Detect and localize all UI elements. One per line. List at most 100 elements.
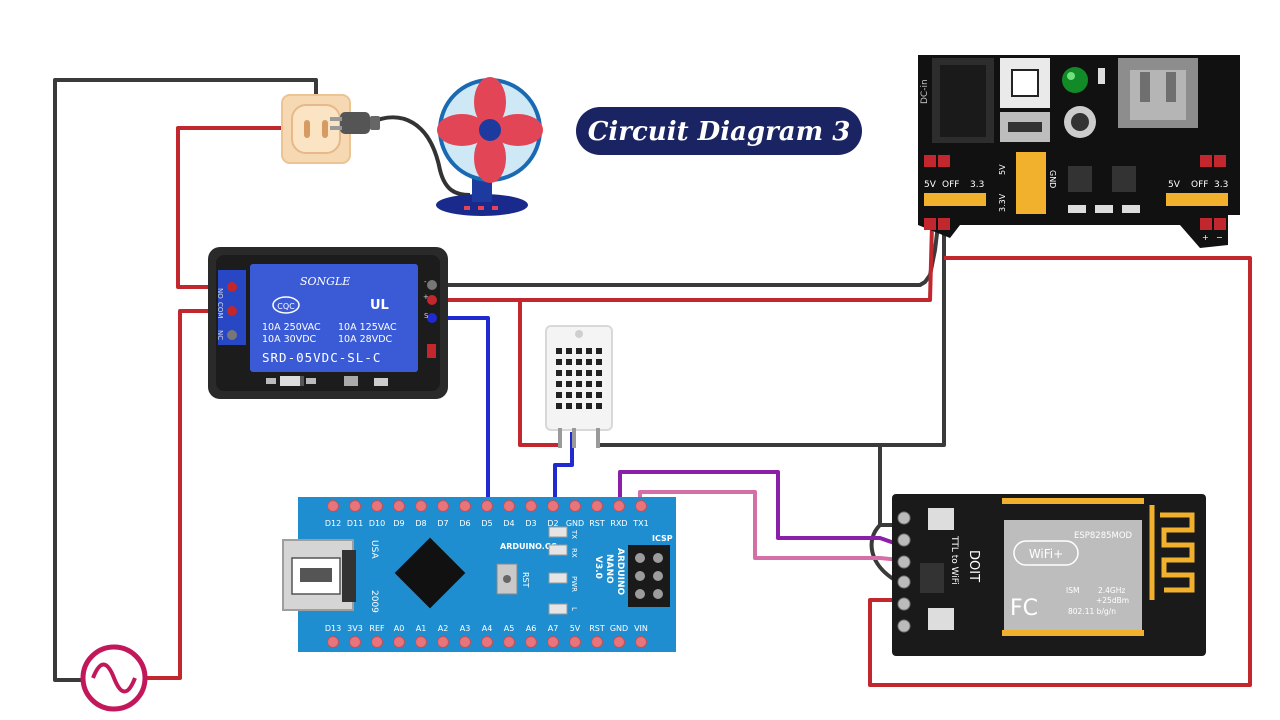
pin-label-top: D8	[415, 519, 426, 528]
esp-pin[interactable]	[897, 619, 911, 633]
pin-label-top: D7	[437, 519, 448, 528]
arduino-year: 2009	[369, 590, 379, 613]
diagram-title: Circuit Diagram 3	[588, 117, 851, 147]
header-pin[interactable]	[635, 500, 647, 512]
arduino-name2: NANO	[604, 554, 614, 584]
sensor-vent	[556, 359, 562, 365]
esp-doit: DOIT	[966, 550, 981, 582]
header-pin[interactable]	[327, 636, 339, 648]
header-pin[interactable]	[393, 500, 405, 512]
relay-rating-1r: 10A 125VAC	[338, 322, 397, 333]
pin-label-top: RXD	[610, 519, 627, 528]
header-pin[interactable]	[503, 500, 515, 512]
pm-mid-5v: 5V	[998, 164, 1007, 175]
header-pin[interactable]	[459, 500, 471, 512]
pm-dcin: DC-in	[920, 79, 930, 104]
header-pin[interactable]	[481, 636, 493, 648]
sensor-vent	[556, 381, 562, 387]
header-pin[interactable]	[371, 636, 383, 648]
header-pin[interactable]	[437, 500, 449, 512]
esp-pin[interactable]	[897, 533, 911, 547]
relay-cert-left: CQC	[277, 302, 295, 311]
pin-label-bottom: REF	[369, 624, 385, 633]
sensor-vent	[596, 392, 602, 398]
arduino-led-rx: RX	[570, 548, 578, 558]
sensor-vent	[586, 348, 592, 354]
header-pin[interactable]	[525, 500, 537, 512]
sensor-vent	[596, 348, 602, 354]
sensor-vent	[576, 403, 582, 409]
header-pin[interactable]	[459, 636, 471, 648]
pm-mid-gnd: GND	[1048, 170, 1057, 188]
icsp-pin[interactable]	[653, 571, 663, 581]
esp-pin[interactable]	[897, 597, 911, 611]
sensor-vent	[566, 348, 572, 354]
sensor-vent	[576, 370, 582, 376]
pin-label-top: D3	[525, 519, 536, 528]
pin-label-bottom: RST	[589, 624, 605, 633]
sensor-vent	[566, 381, 572, 387]
esp-power: +25dBm	[1096, 596, 1129, 605]
header-pin[interactable]	[525, 636, 537, 648]
icsp-pin[interactable]	[635, 571, 645, 581]
sensor-vent	[586, 403, 592, 409]
header-pin[interactable]	[635, 636, 647, 648]
relay-pin-signal: S	[424, 312, 429, 320]
relay-module: NO COM NC SONGLE CQC UL 10A 250VAC 10A 3…	[208, 247, 448, 399]
power-plug	[330, 112, 380, 134]
sensor-vent	[596, 381, 602, 387]
sensor-vent	[586, 392, 592, 398]
header-pin[interactable]	[327, 500, 339, 512]
ac-source	[80, 644, 148, 712]
pin-label-top: D10	[369, 519, 385, 528]
header-pin[interactable]	[481, 500, 493, 512]
header-pin[interactable]	[349, 636, 361, 648]
header-pin[interactable]	[569, 500, 581, 512]
icsp-pin[interactable]	[653, 589, 663, 599]
esp-std: 802.11 b/g/n	[1068, 607, 1116, 616]
esp-wifi: WiFi+	[1029, 547, 1063, 561]
icsp-pin[interactable]	[635, 553, 645, 563]
header-pin[interactable]	[591, 636, 603, 648]
pin-label-bottom: A0	[394, 624, 405, 633]
header-pin[interactable]	[547, 636, 559, 648]
header-pin[interactable]	[503, 636, 515, 648]
icsp-pin[interactable]	[635, 589, 645, 599]
header-pin[interactable]	[569, 636, 581, 648]
pin-label-top: D12	[325, 519, 341, 528]
header-pin[interactable]	[415, 636, 427, 648]
arduino-led-pwr: PWR	[570, 576, 578, 592]
pin-label-top: D5	[481, 519, 492, 528]
header-pin[interactable]	[547, 500, 559, 512]
header-pin[interactable]	[613, 636, 625, 648]
status-led	[548, 603, 568, 615]
arduino-led-l: L	[570, 607, 578, 611]
dht-sensor	[545, 325, 613, 448]
header-pin[interactable]	[371, 500, 383, 512]
pm-plus: +	[1202, 233, 1209, 242]
header-pin[interactable]	[591, 500, 603, 512]
pm-left-33: 3.3	[970, 180, 984, 190]
breadboard-power-module: DC-in 5V OFF 3.3 5V 3.3V GND	[918, 55, 1240, 248]
plug-cable	[371, 115, 471, 197]
esp-pin[interactable]	[897, 555, 911, 569]
wire-tx	[638, 490, 901, 562]
esp8285-module: TTL to WiFi DOIT ESP8285MOD WiFi+ FC ISM…	[892, 494, 1206, 656]
sensor-vent	[576, 392, 582, 398]
relay-term-com: COM	[216, 302, 224, 318]
header-pin[interactable]	[437, 636, 449, 648]
esp-pin[interactable]	[897, 511, 911, 525]
icsp-pin[interactable]	[653, 553, 663, 563]
header-pin[interactable]	[613, 500, 625, 512]
pm-left-off: OFF	[942, 180, 959, 190]
sensor-vent	[556, 392, 562, 398]
pin-label-top: D9	[393, 519, 404, 528]
pin-label-bottom: 3V3	[347, 624, 363, 633]
pin-label-bottom: A6	[526, 624, 537, 633]
wire-relay-signal	[432, 316, 490, 505]
header-pin[interactable]	[415, 500, 427, 512]
esp-pin[interactable]	[897, 575, 911, 589]
header-pin[interactable]	[349, 500, 361, 512]
header-pin[interactable]	[393, 636, 405, 648]
